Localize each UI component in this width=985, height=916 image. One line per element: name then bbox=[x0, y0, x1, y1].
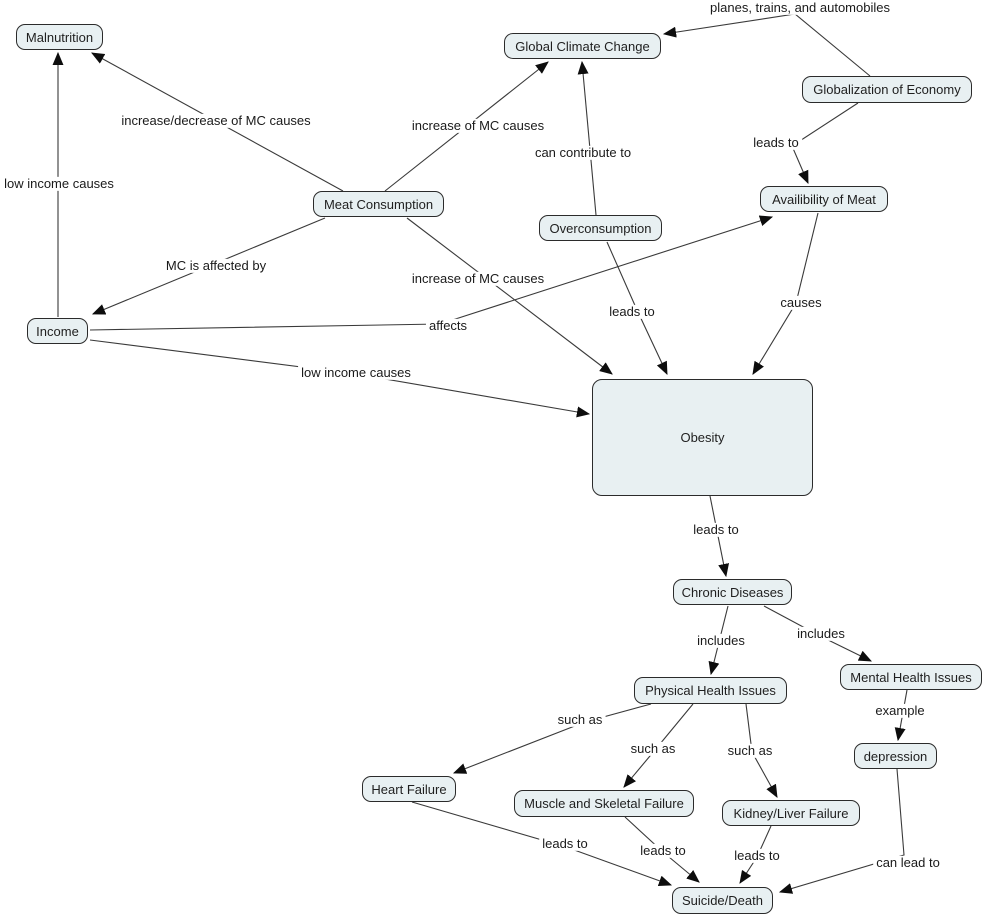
node-overconsumption[interactable]: Overconsumption bbox=[539, 215, 662, 241]
edge-label-overconsumption--global-climate-change: can contribute to bbox=[531, 145, 635, 161]
edge-label-availibility-of-meat--obesity: causes bbox=[777, 295, 825, 311]
edge-label-meat-consumption--obesity: increase of MC causes bbox=[408, 271, 548, 287]
node-global-climate-change[interactable]: Global Climate Change bbox=[504, 33, 661, 59]
edge-line-overconsumption--global-climate-change bbox=[577, 60, 597, 216]
node-mental-health-issues[interactable]: Mental Health Issues bbox=[840, 664, 982, 690]
edge-line-physical-health-issues--heart-failure bbox=[452, 703, 652, 774]
edge-line-globalization-of-economy--availibility-of-meat bbox=[791, 102, 859, 185]
node-meat-consumption[interactable]: Meat Consumption bbox=[313, 191, 444, 217]
edge-label-kidney-liver-failure--suicide-death: leads to bbox=[731, 848, 783, 864]
edge-label-income--obesity: low income causes bbox=[298, 365, 414, 381]
edge-label-globalization-of-economy--global-climate-change: planes, trains, and automobiles bbox=[707, 0, 893, 16]
node-physical-health-issues[interactable]: Physical Health Issues bbox=[634, 677, 787, 704]
node-chronic-diseases[interactable]: Chronic Diseases bbox=[673, 579, 792, 605]
edge-label-chronic-diseases--physical-health-issues: includes bbox=[694, 633, 748, 649]
edge-label-meat-consumption--global-climate-change: increase of MC causes bbox=[408, 118, 548, 134]
edge-label-depression--suicide-death: can lead to bbox=[873, 855, 943, 871]
edge-label-mental-health-issues--depression: example bbox=[872, 703, 928, 719]
edge-label-muscle-skeletal-failure--suicide-death: leads to bbox=[637, 843, 689, 859]
node-suicide-death[interactable]: Suicide/Death bbox=[672, 887, 773, 914]
edge-label-chronic-diseases--mental-health-issues: includes bbox=[794, 626, 848, 642]
node-muscle-skeletal-failure[interactable]: Muscle and Skeletal Failure bbox=[514, 790, 694, 817]
edge-label-meat-consumption--income: MC is affected by bbox=[162, 258, 270, 274]
edge-label-overconsumption--obesity: leads to bbox=[606, 304, 658, 320]
edge-label-physical-health-issues--heart-failure: such as bbox=[554, 712, 606, 728]
node-obesity[interactable]: Obesity bbox=[592, 379, 813, 496]
edge-label-obesity--chronic-diseases: leads to bbox=[690, 522, 742, 538]
node-income[interactable]: Income bbox=[27, 318, 88, 344]
edge-label-meat-consumption--malnutrition: increase/decrease of MC causes bbox=[118, 113, 314, 129]
node-availibility-of-meat[interactable]: Availibility of Meat bbox=[760, 186, 888, 212]
edge-label-globalization-of-economy--availibility-of-meat: leads to bbox=[750, 135, 802, 151]
edge-label-physical-health-issues--muscle-skeletal-failure: such as bbox=[627, 741, 679, 757]
edge-label-income--malnutrition: low income causes bbox=[1, 176, 117, 192]
edge-line-meat-consumption--obesity bbox=[406, 217, 613, 375]
node-malnutrition[interactable]: Malnutrition bbox=[16, 24, 103, 50]
edge-line-depression--suicide-death bbox=[778, 768, 905, 894]
node-kidney-liver-failure[interactable]: Kidney/Liver Failure bbox=[722, 800, 860, 826]
edge-line-availibility-of-meat--obesity bbox=[752, 212, 819, 375]
node-heart-failure[interactable]: Heart Failure bbox=[362, 776, 456, 802]
node-globalization-of-economy[interactable]: Globalization of Economy bbox=[802, 76, 972, 103]
node-depression[interactable]: depression bbox=[854, 743, 937, 769]
edge-label-physical-health-issues--kidney-liver-failure: such as bbox=[724, 743, 776, 759]
edge-label-income--availibility-of-meat: affects bbox=[425, 318, 471, 334]
edge-line-globalization-of-economy--global-climate-change bbox=[662, 13, 871, 77]
edge-label-heart-failure--suicide-death: leads to bbox=[539, 836, 591, 852]
